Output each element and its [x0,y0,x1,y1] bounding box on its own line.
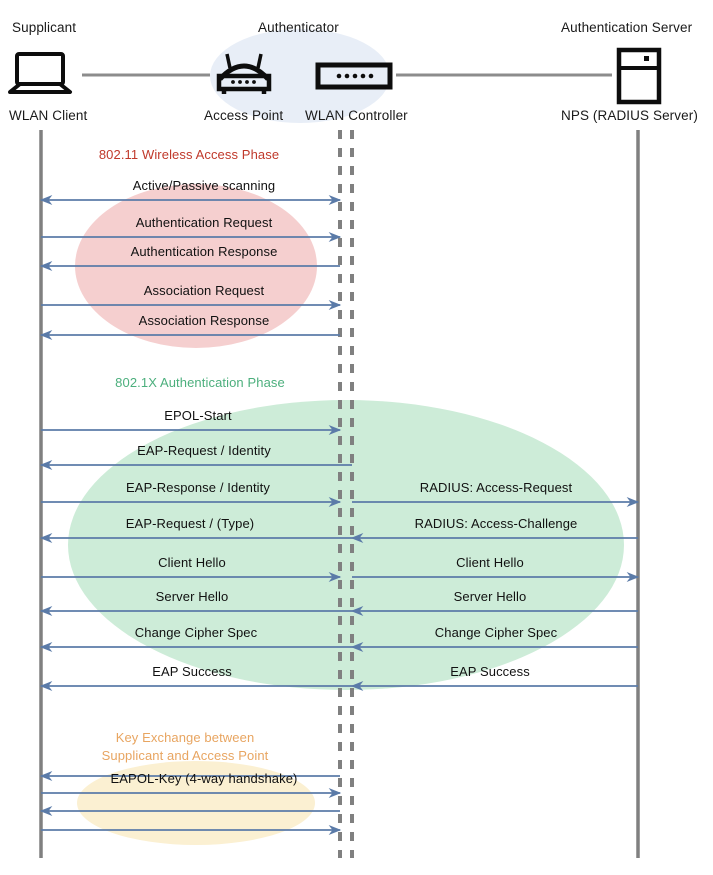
message-label-server-hello-left: Server Hello [155,589,229,604]
actor-device-nps-radius-server: NPS (RADIUS Server) [561,108,698,123]
phase-ellipse-key-exchange-phase [77,761,315,845]
actor-role-authenticator: Authenticator [258,20,339,35]
phase-label-key-exchange-phase: Key Exchange between Supplicant and Acce… [101,730,269,763]
message-label-eapol-key-2: EAPOL-Key (4-way handshake) [110,771,298,786]
message-arrows [39,194,640,836]
laptop-icon [8,52,72,94]
lifelines [39,130,640,858]
message-label-association-request: Association Request [143,283,265,298]
message-label-eap-request-identity: EAP-Request / Identity [137,443,271,458]
phase-ellipses [68,29,624,845]
phase-label-wireless-access-phase: 802.11 Wireless Access Phase [98,147,280,162]
message-label-eap-success-left: EAP Success [152,664,232,679]
message-label-authentication-request: Authentication Request [135,215,273,230]
message-label-radius-access-request: RADIUS: Access-Request [419,480,573,495]
message-label-authentication-response: Authentication Response [130,244,278,259]
message-label-association-response: Association Response [138,313,270,328]
authenticator-highlight-ellipse [210,29,390,123]
actor-role-authentication-server: Authentication Server [561,20,693,35]
access-point-icon [216,53,272,94]
message-label-change-cipher-spec-right: Change Cipher Spec [434,625,558,640]
message-label-radius-access-challenge: RADIUS: Access-Challenge [414,516,578,531]
message-label-client-hello-right: Client Hello [456,555,524,570]
message-label-server-hello-right: Server Hello [453,589,527,604]
message-label-eap-request-type: EAP-Request / (Type) [125,516,255,531]
message-label-client-hello-left: Client Hello [158,555,226,570]
phase-ellipse-dot1x-authentication-phase [68,400,624,690]
message-label-eapol-start: EPOL-Start [164,408,232,423]
phase-label-dot1x-authentication-phase: 802.1X Authentication Phase [115,375,285,390]
message-label-eap-success-right: EAP Success [450,664,530,679]
actor-device-wlan-controller: WLAN Controller [305,108,408,123]
actor-role-supplicant: Supplicant [12,20,77,35]
message-label-active-passive-scanning: Active/Passive scanning [132,178,276,193]
message-label-change-cipher-spec-left: Change Cipher Spec [134,625,258,640]
server-icon [616,47,662,105]
actor-device-access-point: Access Point [204,108,284,123]
wlan-controller-icon [315,62,393,90]
message-label-eap-response-identity: EAP-Response / Identity [126,480,270,495]
actor-device-wlan-client: WLAN Client [9,108,88,123]
